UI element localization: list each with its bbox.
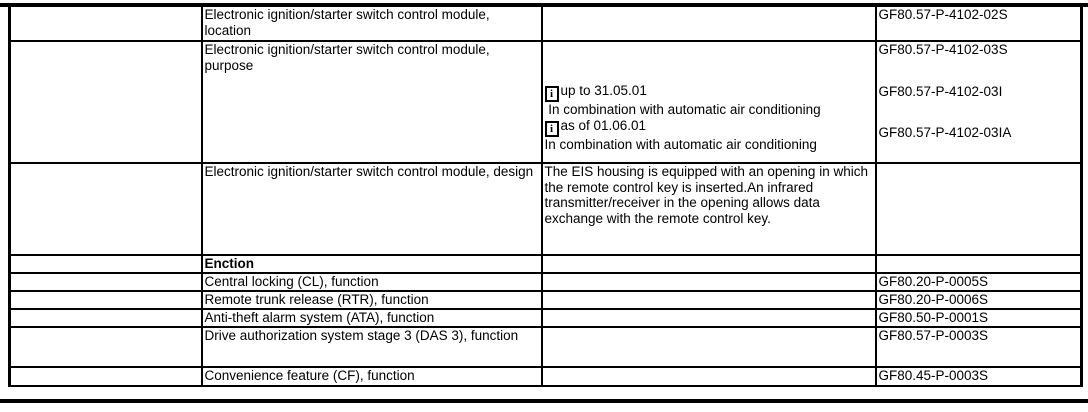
code-cell: GF80.50-P-0001S [874, 308, 1083, 328]
doc-code: GF80.57-P-4102-03IA [878, 125, 1012, 140]
detail-cell [540, 290, 877, 310]
code-cell: GF80.57-P-0003S [874, 326, 1083, 368]
row-desc: Electronic ignition/starter switch contr… [204, 164, 534, 179]
detail-cell [540, 326, 877, 368]
doc-code: GF80.57-P-4102-03I [878, 83, 1003, 99]
table-row: Electronic ignition/starter switch contr… [8, 5, 1083, 42]
section-header: Enction [204, 256, 255, 271]
desc-cell: Central locking (CL), function [200, 272, 543, 292]
doc-code: GF80.57-P-4102-03S [878, 42, 1008, 57]
info-icon: i [544, 120, 559, 137]
empty-cell [8, 162, 203, 256]
empty-cell [8, 5, 203, 42]
code-cell [874, 254, 1083, 274]
code-cell [874, 162, 1083, 256]
row-desc: Anti-theft alarm system (ATA), function [204, 310, 435, 325]
table-row: Central locking (CL), function GF80.20-P… [8, 272, 1083, 292]
code-cell: GF80.45-P-0003S [874, 366, 1083, 387]
top-rule [0, 3, 1088, 7]
code-cell: GF80.57-P-4102-02S [874, 5, 1083, 42]
doc-code: GF80.20-P-0005S [878, 274, 989, 289]
table-row: Remote trunk release (RTR), function GF8… [8, 290, 1083, 310]
row-desc: Remote trunk release (RTR), function [204, 292, 429, 307]
doc-code: GF80.50-P-0001S [878, 310, 989, 325]
document-table: Electronic ignition/starter switch contr… [8, 5, 1083, 387]
code-cell: GF80.20-P-0005S [874, 272, 1083, 292]
doc-code: GF80.57-P-4102-02S [878, 7, 1008, 22]
table-row: Electronic ignition/starter switch contr… [8, 40, 1083, 164]
bottom-rule [0, 399, 1088, 403]
desc-cell: Drive authorization system stage 3 (DAS … [200, 326, 543, 368]
desc-cell: Remote trunk release (RTR), function [200, 290, 543, 310]
doc-code: GF80.45-P-0003S [878, 368, 989, 383]
info-icon: i [544, 86, 559, 102]
empty-cell [8, 290, 203, 310]
desc-cell: Electronic ignition/starter switch contr… [200, 162, 543, 256]
table-row: Electronic ignition/starter switch contr… [8, 162, 1083, 256]
info-note: as of 01.06.01 [560, 117, 647, 133]
row-desc: Electronic ignition/starter switch contr… [204, 7, 490, 38]
empty-cell [8, 272, 203, 292]
info-detail: In combination with automatic air condit… [544, 102, 821, 117]
section-header-cell: Enction [200, 254, 543, 274]
desc-cell: Electronic ignition/starter switch contr… [200, 40, 543, 164]
code-cell: GF80.20-P-0006S [874, 290, 1083, 310]
info-note: up to 31.05.01 [560, 83, 647, 98]
table-row: Enction [8, 254, 1083, 274]
desc-cell: Anti-theft alarm system (ATA), function [200, 308, 543, 328]
table-row: Anti-theft alarm system (ATA), function … [8, 308, 1083, 328]
row-desc: Convenience feature (CF), function [204, 368, 415, 383]
detail-cell [540, 366, 877, 387]
empty-cell [8, 40, 203, 164]
detail-cell [540, 308, 877, 328]
doc-code: GF80.20-P-0006S [878, 292, 989, 307]
row-desc: Electronic ignition/starter switch contr… [204, 42, 490, 73]
doc-code: GF80.57-P-0003S [878, 328, 989, 343]
desc-cell: Electronic ignition/starter switch contr… [200, 5, 543, 42]
detail-cell [540, 5, 877, 42]
table-row: Convenience feature (CF), function GF80.… [8, 366, 1083, 387]
empty-cell [8, 308, 203, 328]
row-desc: Central locking (CL), function [204, 274, 379, 289]
desc-cell: Convenience feature (CF), function [200, 366, 543, 387]
empty-cell [8, 326, 203, 368]
empty-cell [8, 254, 203, 274]
code-cell: GF80.57-P-4102-03S GF80.57-P-4102-03I GF… [874, 40, 1083, 164]
detail-cell: The EIS housing is equipped with an open… [540, 162, 877, 256]
detail-cell [540, 254, 877, 274]
row-desc: Drive authorization system stage 3 (DAS … [204, 328, 519, 343]
empty-cell [8, 366, 203, 387]
table-row: Drive authorization system stage 3 (DAS … [8, 326, 1083, 368]
info-detail: In combination with automatic air condit… [544, 136, 817, 152]
detail-cell [540, 272, 877, 292]
detail-text: The EIS housing is equipped with an open… [544, 164, 868, 226]
